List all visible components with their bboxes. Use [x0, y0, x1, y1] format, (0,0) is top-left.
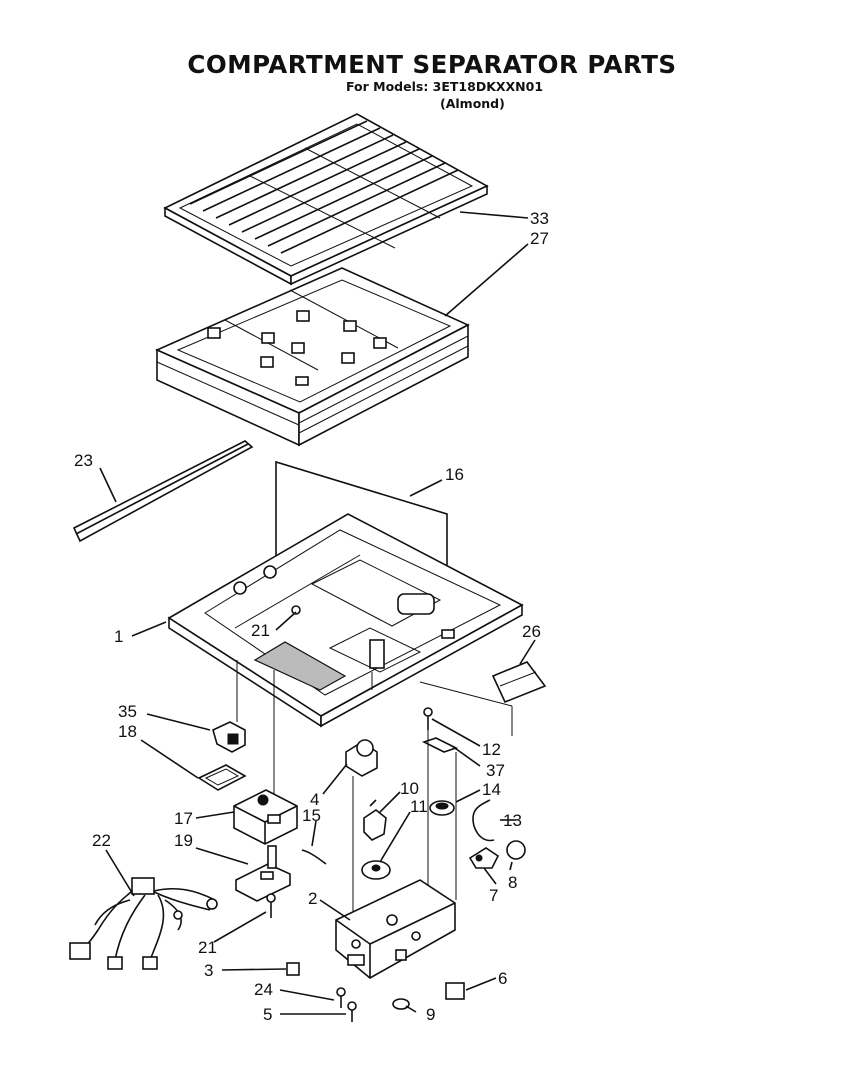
- separator-panel: [167, 513, 524, 728]
- callout-8: 8: [508, 873, 517, 892]
- leader-lines: [99, 211, 536, 1015]
- callout-16: 16: [445, 465, 464, 484]
- screw-lower: [266, 893, 276, 918]
- callout-numbers: 33 27 23 16 1 21 26 35 18 12 37 14 13 4 …: [74, 209, 549, 1024]
- callout-13: 13: [503, 811, 522, 830]
- separator-frame: [155, 267, 470, 447]
- callout-7: 7: [489, 886, 498, 905]
- callout-17: 17: [174, 809, 193, 828]
- tape: [491, 661, 547, 704]
- callout-27: 27: [530, 229, 549, 248]
- callout-10: 10: [400, 779, 419, 798]
- callout-37: 37: [486, 761, 505, 780]
- callout-23: 23: [74, 451, 93, 470]
- callout-15: 15: [302, 806, 321, 825]
- lamp-socket: [361, 860, 391, 880]
- small-fasteners: [286, 962, 465, 1022]
- callout-33: 33: [530, 209, 549, 228]
- jumper-wire: [301, 849, 327, 865]
- callout-22: 22: [92, 831, 111, 850]
- callout-19: 19: [174, 831, 193, 850]
- control-housing: [233, 789, 298, 845]
- right-hardware: [421, 707, 495, 912]
- light-switch: [363, 799, 387, 841]
- callout-6: 6: [498, 969, 507, 988]
- wire-harness: [69, 877, 218, 970]
- callout-14: 14: [482, 780, 501, 799]
- callout-2: 2: [308, 889, 317, 908]
- models-line: For Models: 3ET18DKXXN01: [346, 79, 544, 94]
- callout-3: 3: [204, 961, 213, 980]
- control-bracket: [235, 845, 291, 902]
- light-bulb-assembly: [468, 840, 526, 869]
- callout-9: 9: [426, 1005, 435, 1024]
- color-variant: (Almond): [440, 96, 505, 111]
- callout-1: 1: [114, 627, 123, 646]
- callout-21-lower: 21: [198, 938, 217, 957]
- damper-cover: [197, 764, 247, 791]
- callout-5: 5: [263, 1005, 272, 1024]
- light-housing: [335, 879, 456, 979]
- callout-18: 18: [118, 722, 137, 741]
- shelf-grille: [163, 113, 489, 286]
- callout-26: 26: [522, 622, 541, 641]
- callout-35: 35: [118, 702, 137, 721]
- callout-24: 24: [254, 980, 273, 999]
- damper-knob: [212, 721, 246, 753]
- front-strip: [72, 440, 254, 543]
- diagram-title: COMPARTMENT SEPARATOR PARTS: [187, 50, 677, 79]
- callout-4: 4: [310, 790, 319, 809]
- callout-21-upper: 21: [251, 621, 270, 640]
- callout-11: 11: [410, 797, 428, 816]
- callout-12: 12: [482, 740, 501, 759]
